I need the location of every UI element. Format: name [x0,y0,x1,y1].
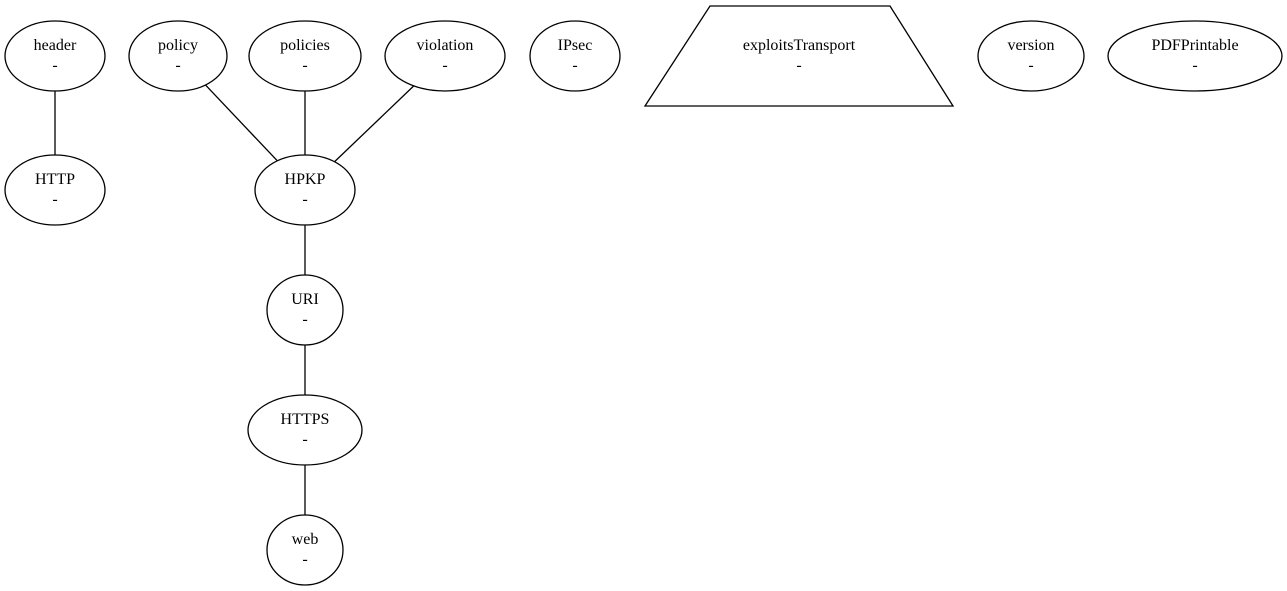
node-label: version [1007,37,1054,54]
node-ipsec: IPsec - [529,20,621,92]
node-sublabel: - [52,191,57,208]
node-header: header - [4,20,106,92]
node-label: policy [158,37,198,54]
node-policy: policy - [128,20,228,92]
ellipse-shape [1107,20,1283,92]
ellipse-shape [248,20,362,92]
node-web: web - [266,514,344,586]
node-label: web [292,531,319,548]
node-sublabel: - [302,311,307,328]
nodes-layer: header-HTTP-policy-policies-violation-HP… [4,5,1283,586]
edges-layer [54,84,415,515]
node-policies: policies - [248,20,362,92]
node-uri: URI - [266,274,344,346]
node-version: version - [977,20,1085,92]
ellipse-shape [4,154,106,226]
node-label: exploitsTransport [743,37,856,54]
node-sublabel: - [302,431,307,448]
edge-violation-hpkp [334,85,415,163]
node-label: IPsec [558,37,593,54]
node-label: URI [291,291,319,308]
ellipse-shape [128,20,228,92]
node-label: violation [417,37,474,54]
node-label: policies [280,37,330,54]
node-label: HPKP [285,171,326,188]
node-sublabel: - [302,191,307,208]
node-sublabel: - [796,57,801,74]
node-label: header [34,37,77,54]
ellipse-shape [529,20,621,92]
node-http: HTTP - [4,154,106,226]
node-pdfprintable: PDFPrintable - [1107,20,1283,92]
ellipse-shape [384,20,506,92]
node-label: PDFPrintable [1151,37,1238,54]
ellipse-shape [247,394,363,466]
node-sublabel: - [175,57,180,74]
node-sublabel: - [572,57,577,74]
node-sublabel: - [1192,57,1197,74]
node-label: HTTP [35,171,75,188]
ellipse-shape [266,514,344,586]
ellipse-shape [4,20,106,92]
trapezium-shape [643,5,955,107]
node-hpkp: HPKP - [254,154,356,226]
node-exploits-transport: exploitsTransport - [643,5,955,107]
node-sublabel: - [52,57,57,74]
node-label: HTTPS [281,411,330,428]
node-sublabel: - [1028,57,1033,74]
edge-policy-hpkp [204,84,278,162]
node-sublabel: - [442,57,447,74]
node-sublabel: - [302,551,307,568]
node-https: HTTPS - [247,394,363,466]
ellipse-shape [977,20,1085,92]
ellipse-shape [254,154,356,226]
node-violation: violation - [384,20,506,92]
ellipse-shape [266,274,344,346]
node-sublabel: - [302,57,307,74]
